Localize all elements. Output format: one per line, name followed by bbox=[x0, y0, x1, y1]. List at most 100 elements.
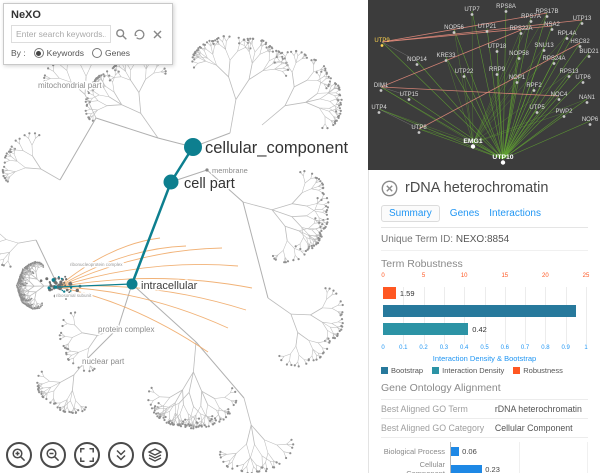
network-node[interactable] bbox=[580, 22, 584, 25]
network-node[interactable] bbox=[532, 89, 536, 92]
network-node[interactable] bbox=[585, 101, 589, 104]
network-node-label[interactable]: NOP6 bbox=[582, 117, 599, 123]
network-node[interactable] bbox=[517, 57, 521, 60]
network-node[interactable] bbox=[519, 32, 523, 35]
radio-keywords-control[interactable] bbox=[33, 48, 44, 58]
tab-genes[interactable]: Genes bbox=[449, 208, 480, 219]
network-node-label[interactable]: UTP6 bbox=[575, 75, 591, 81]
network-node-label[interactable]: NOP58 bbox=[509, 51, 529, 57]
network-node-label[interactable]: EMG1 bbox=[463, 138, 482, 145]
tree-node-label[interactable]: protein complex bbox=[97, 324, 156, 336]
network-node[interactable] bbox=[565, 37, 569, 40]
network-node[interactable] bbox=[470, 13, 474, 16]
clear-search-icon[interactable] bbox=[150, 27, 165, 42]
network-node-label[interactable]: RPS7A bbox=[521, 14, 541, 20]
layers-button[interactable] bbox=[142, 442, 168, 468]
tree-node-label[interactable]: cellular_component bbox=[204, 138, 351, 159]
tree-node-label[interactable]: membrane bbox=[211, 165, 250, 177]
network-node[interactable] bbox=[380, 44, 384, 47]
network-node-label[interactable]: RPS22A bbox=[509, 26, 532, 32]
network-node-label[interactable]: RPF2 bbox=[526, 83, 542, 89]
reset-icon[interactable] bbox=[132, 27, 147, 42]
network-node-label[interactable]: HSC82 bbox=[570, 39, 590, 45]
close-icon[interactable] bbox=[381, 180, 398, 197]
network-node-label[interactable]: UTP7 bbox=[464, 7, 480, 13]
network-node-label[interactable]: RPS17B bbox=[535, 9, 558, 15]
tree-term-node[interactable] bbox=[184, 138, 202, 156]
network-node[interactable] bbox=[379, 89, 383, 92]
network-node[interactable] bbox=[415, 63, 419, 66]
network-node-label[interactable]: NOP14 bbox=[407, 57, 427, 63]
network-node[interactable] bbox=[562, 115, 566, 118]
zoom-out-button[interactable] bbox=[40, 442, 66, 468]
zoom-in-button[interactable] bbox=[6, 442, 32, 468]
tree-node-label[interactable]: ribonucleoprotein complex bbox=[69, 261, 125, 269]
network-node-label[interactable]: NOP56 bbox=[444, 25, 464, 31]
network-node[interactable] bbox=[578, 45, 582, 48]
fit-screen-button[interactable] bbox=[74, 442, 100, 468]
network-node[interactable] bbox=[407, 98, 411, 101]
tree-node-label[interactable]: ribosomal subunit bbox=[55, 292, 94, 300]
network-node-label[interactable]: RPS13 bbox=[559, 69, 579, 75]
network-node[interactable] bbox=[504, 10, 508, 13]
network-node[interactable] bbox=[377, 111, 381, 114]
network-node-label[interactable]: UTP21 bbox=[478, 24, 497, 30]
network-node[interactable] bbox=[417, 131, 421, 134]
network-node-label[interactable]: UTP8 bbox=[411, 125, 427, 131]
network-node-label[interactable]: NOC4 bbox=[551, 92, 568, 98]
network-node-label[interactable]: UTP13 bbox=[573, 16, 592, 22]
network-node[interactable] bbox=[444, 59, 448, 62]
network-node[interactable] bbox=[552, 62, 556, 65]
network-node[interactable] bbox=[535, 111, 539, 114]
network-node-label[interactable]: NSA2 bbox=[544, 22, 560, 28]
ontology-tree-canvas[interactable]: mitochondrial part cellular_componentcell… bbox=[0, 0, 368, 473]
network-node-label[interactable]: BUD21 bbox=[579, 49, 599, 55]
collapse-button[interactable] bbox=[108, 442, 134, 468]
tree-node-label[interactable]: nuclear part bbox=[81, 356, 127, 368]
tree-node-label[interactable]: cell part bbox=[183, 175, 237, 194]
radio-genes-control[interactable] bbox=[91, 48, 102, 58]
network-node-label[interactable]: UTP4 bbox=[371, 105, 387, 111]
network-node-label[interactable]: KRE33 bbox=[436, 53, 456, 59]
network-node-label[interactable]: NOP1 bbox=[509, 75, 526, 81]
network-node[interactable] bbox=[588, 123, 592, 126]
network-node-label[interactable]: UTP18 bbox=[488, 44, 507, 50]
network-node-label[interactable]: RPL4A bbox=[557, 31, 576, 37]
search-icon[interactable] bbox=[114, 27, 129, 42]
tree-term-node[interactable] bbox=[126, 278, 138, 290]
tab-interactions[interactable]: Interactions bbox=[489, 208, 541, 219]
tab-summary[interactable]: Summary bbox=[381, 205, 440, 222]
network-node[interactable] bbox=[550, 28, 554, 31]
network-node-label[interactable]: RPS24A bbox=[542, 56, 565, 62]
network-node[interactable] bbox=[567, 75, 571, 78]
network-node[interactable] bbox=[542, 49, 546, 52]
network-node-label[interactable]: UTP5 bbox=[529, 105, 545, 111]
network-node[interactable] bbox=[587, 55, 591, 58]
radio-genes[interactable]: Genes bbox=[91, 48, 130, 58]
network-node[interactable] bbox=[557, 98, 561, 101]
network-node-label[interactable]: RRP9 bbox=[489, 67, 506, 73]
tree-node-label[interactable]: intracellular bbox=[140, 279, 200, 294]
network-node[interactable] bbox=[515, 81, 519, 84]
network-node[interactable] bbox=[581, 81, 585, 84]
network-node[interactable] bbox=[485, 30, 489, 33]
network-node-label[interactable]: UTP22 bbox=[455, 69, 474, 75]
network-node-label[interactable]: PWP2 bbox=[555, 109, 573, 115]
network-node-label[interactable]: UTP9 bbox=[374, 38, 390, 44]
network-node-label[interactable]: SNU13 bbox=[534, 43, 554, 49]
network-node-label[interactable]: NAN1 bbox=[579, 95, 596, 101]
network-node-label[interactable]: DIM1 bbox=[374, 83, 389, 89]
tree-term-node[interactable] bbox=[205, 168, 209, 172]
network-node-label[interactable]: UTP10 bbox=[492, 154, 513, 161]
tree-node-label[interactable]: mitochondrial part bbox=[37, 80, 104, 92]
network-node[interactable] bbox=[470, 144, 476, 149]
tree-term-node[interactable] bbox=[163, 174, 179, 190]
network-node-label[interactable]: RPS8A bbox=[496, 4, 516, 10]
network-node[interactable] bbox=[462, 75, 466, 78]
network-node[interactable] bbox=[529, 20, 533, 23]
network-node-label[interactable]: UTP15 bbox=[400, 92, 419, 98]
network-node[interactable] bbox=[495, 50, 499, 53]
